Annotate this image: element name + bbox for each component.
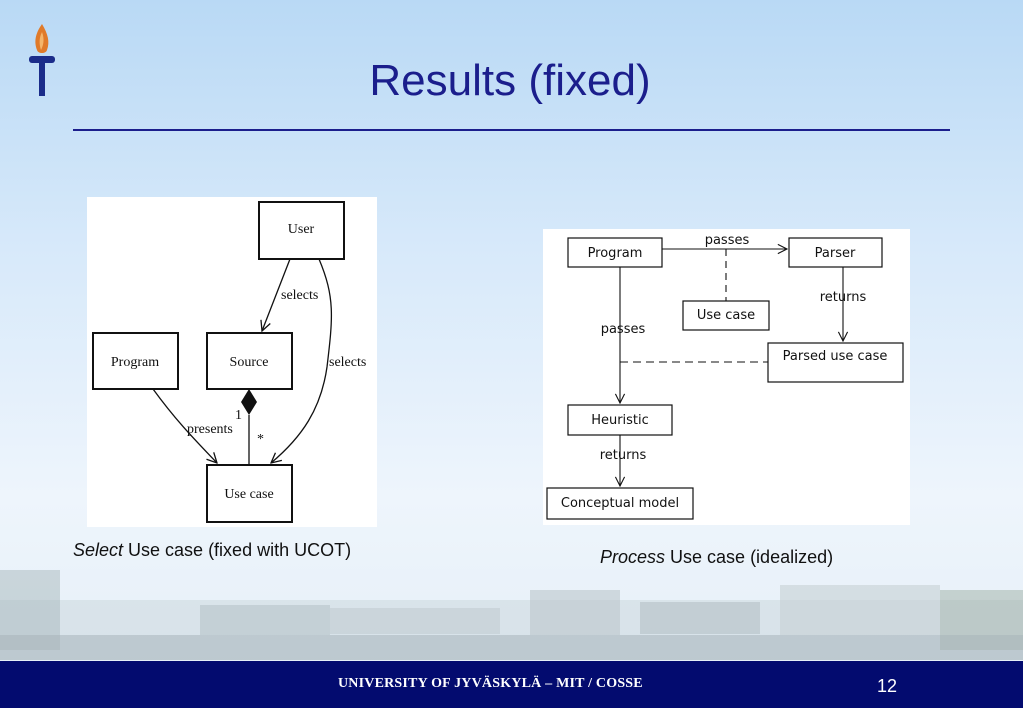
node-user: User: [258, 201, 345, 260]
process-diagram-canvas: Program Parser Use case Parsed use case …: [546, 233, 904, 520]
node-parsed-use-case-label: Parsed use case: [783, 349, 888, 364]
node-heuristic: Heuristic: [567, 404, 673, 436]
caption-italic: Process: [600, 547, 666, 567]
slide-title: Results (fixed): [369, 56, 651, 105]
node-conceptual-model: Conceptual model: [546, 487, 694, 520]
footer-university-text: UNIVERSITY OF JYVÄSKYLÄ – MIT / COSSE: [338, 676, 643, 691]
node-heuristic-label: Heuristic: [591, 413, 649, 428]
node-program: Program: [92, 332, 179, 390]
select-diagram-caption: Select Use case (fixed with UCOT): [73, 540, 351, 561]
edge-program-usecase-label: presents: [187, 422, 233, 437]
composition-diamond: [241, 389, 257, 415]
edge-user-usecase-label: selects: [329, 355, 366, 370]
node-program-label: Program: [588, 246, 643, 261]
node-parser: Parser: [788, 237, 883, 268]
node-program-label: Program: [111, 355, 159, 370]
torch-icon: [29, 24, 55, 96]
multiplicity-one: 1: [235, 408, 242, 423]
node-use-case: Use case: [206, 464, 293, 523]
background-campus-image: [0, 570, 1023, 660]
edge-user-selects-use-case: [271, 258, 333, 463]
edge-user-source-label: selects: [281, 288, 318, 303]
select-diagram-canvas: User Source Program Use case selects sel…: [92, 201, 366, 523]
process-use-case-diagram: Program Parser Use case Parsed use case …: [543, 229, 910, 525]
edge-heuristic-model-label: returns: [600, 448, 647, 463]
edge-program-presents-use-case: [152, 388, 217, 463]
node-use-case-label: Use case: [224, 487, 273, 502]
node-use-case: Use case: [682, 300, 770, 331]
node-source-label: Source: [230, 355, 269, 370]
edge-user-selects-source: [262, 258, 291, 331]
node-source: Source: [206, 332, 293, 390]
node-user-label: User: [288, 222, 315, 237]
edge-program-parser-label: passes: [705, 233, 750, 248]
caption-italic: Select: [73, 540, 124, 560]
node-parser-label: Parser: [815, 246, 856, 261]
node-use-case-label: Use case: [697, 308, 755, 323]
multiplicity-many: *: [257, 432, 264, 447]
caption-rest: Use case (fixed with UCOT): [123, 540, 352, 560]
footer-bar: [0, 661, 1023, 708]
node-parsed-use-case: Parsed use case: [767, 342, 904, 383]
node-conceptual-model-label: Conceptual model: [561, 496, 679, 511]
page-number: 12: [877, 676, 898, 696]
node-program: Program: [567, 237, 663, 268]
select-use-case-diagram: User Source Program Use case selects sel…: [87, 197, 377, 527]
edge-program-heuristic-label: passes: [601, 322, 646, 337]
process-diagram-caption: Process Use case (idealized): [600, 547, 833, 568]
title-divider: [73, 129, 950, 131]
caption-rest: Use case (idealized): [665, 547, 834, 567]
edge-parser-parsed-label: returns: [820, 290, 867, 305]
